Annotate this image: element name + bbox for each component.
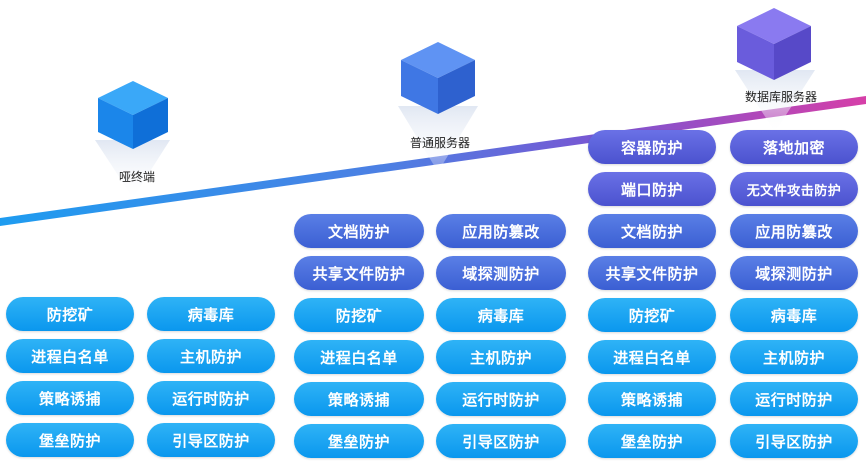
capability-pill: 防挖矿 <box>588 298 716 332</box>
capability-pill: 堡垒防护 <box>294 424 424 458</box>
capability-pill: 病毒库 <box>147 297 275 331</box>
node-label-dumb-terminal: 哑终端 <box>118 170 156 184</box>
cube-icon <box>737 8 811 80</box>
spotlight <box>735 70 815 132</box>
cube-icon <box>401 42 475 114</box>
spotlight <box>95 140 170 198</box>
capability-pill: 域探测防护 <box>730 256 858 290</box>
node-normal-server <box>398 42 478 172</box>
capability-pill: 引导区防护 <box>147 423 275 457</box>
capability-pill: 主机防护 <box>436 340 566 374</box>
capability-pill: 共享文件防护 <box>588 256 716 290</box>
capability-pill: 病毒库 <box>436 298 566 332</box>
capability-pill: 防挖矿 <box>294 298 424 332</box>
capability-pill: 策略诱捕 <box>588 382 716 416</box>
capability-pill: 域探测防护 <box>436 256 566 290</box>
capability-pill: 应用防篡改 <box>730 214 858 248</box>
capability-pill: 落地加密 <box>730 130 858 164</box>
capability-pill: 策略诱捕 <box>6 381 134 415</box>
capability-pill: 病毒库 <box>730 298 858 332</box>
capability-pill: 堡垒防护 <box>588 424 716 458</box>
capability-pill: 运行时防护 <box>147 381 275 415</box>
capability-pill: 容器防护 <box>588 130 716 164</box>
capability-pill: 共享文件防护 <box>294 256 424 290</box>
capability-pill: 进程白名单 <box>294 340 424 374</box>
capability-pill: 运行时防护 <box>730 382 858 416</box>
capability-pill: 引导区防护 <box>730 424 858 458</box>
capability-pill: 无文件攻击防护 <box>730 172 858 206</box>
capability-pill: 堡垒防护 <box>6 423 134 457</box>
capability-pill: 文档防护 <box>294 214 424 248</box>
spotlight <box>398 106 478 172</box>
capability-pill: 应用防篡改 <box>436 214 566 248</box>
capability-pill: 进程白名单 <box>6 339 134 373</box>
capability-pill: 主机防护 <box>147 339 275 373</box>
node-label-db-server: 数据库服务器 <box>744 90 818 104</box>
capability-pill: 端口防护 <box>588 172 716 206</box>
capability-pill: 防挖矿 <box>6 297 134 331</box>
capability-pill: 文档防护 <box>588 214 716 248</box>
node-dumb-terminal <box>95 81 170 198</box>
capability-pill: 引导区防护 <box>436 424 566 458</box>
capability-pill: 进程白名单 <box>588 340 716 374</box>
cube-icon <box>98 81 168 149</box>
capability-pill: 运行时防护 <box>436 382 566 416</box>
node-db-server <box>735 8 815 132</box>
capability-pill: 主机防护 <box>730 340 858 374</box>
node-label-normal-server: 普通服务器 <box>409 136 471 150</box>
capability-pill: 策略诱捕 <box>294 382 424 416</box>
